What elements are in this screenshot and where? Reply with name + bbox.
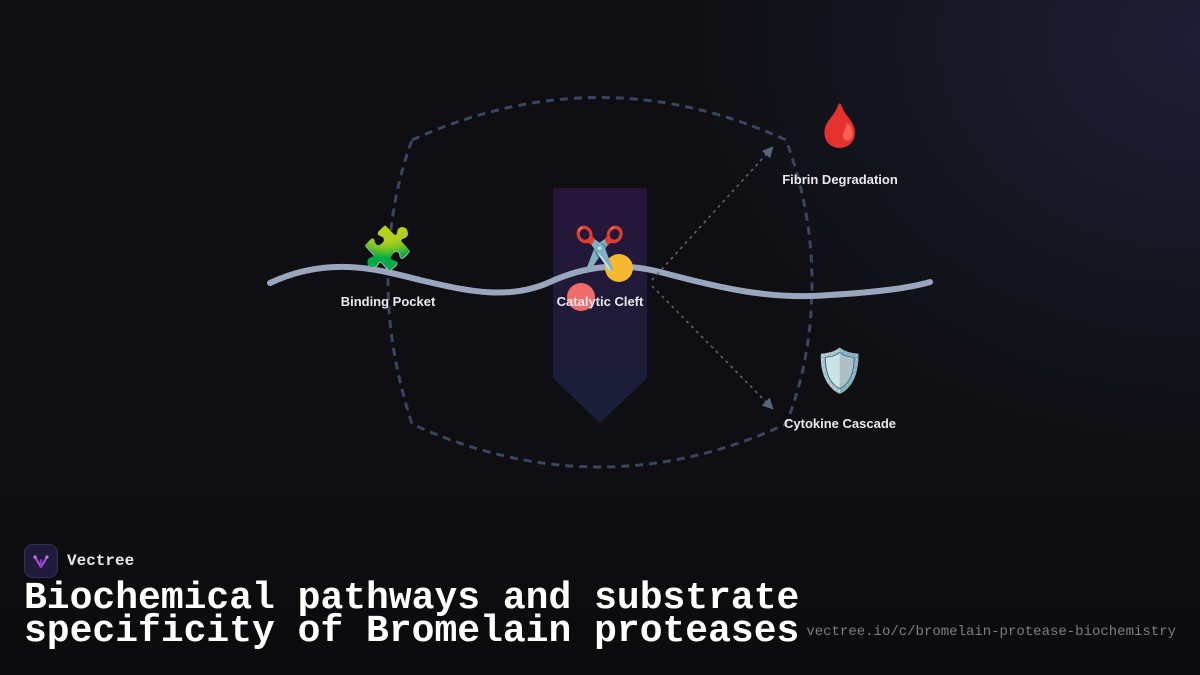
catalytic-highlight-band [553, 188, 647, 423]
source-url[interactable]: vectree.io/c/bromelain-protease-biochemi… [806, 624, 1176, 640]
node-label-cytokine-cascade: Cytokine Cascade [784, 416, 896, 431]
vectree-logo-icon [24, 544, 58, 578]
node-label-catalytic-cleft: Catalytic Cleft [556, 294, 644, 309]
page-title: Biochemical pathways and substrate speci… [24, 577, 800, 653]
cleavage-dot-red [567, 283, 595, 311]
node-label-binding-pocket: Binding Pocket [340, 294, 436, 309]
brand-name: Vectree [67, 552, 135, 570]
arrow-to-cytokine [651, 285, 774, 410]
shield-icon: 🛡️ [813, 346, 867, 395]
boundary-outline [386, 96, 814, 469]
node-label-fibrin-degradation: Fibrin Degradation [782, 172, 898, 187]
puzzle-piece-icon: 🧩 [361, 224, 415, 273]
brand[interactable]: Vectree [24, 544, 134, 578]
scissors-icon: ✂️ [573, 224, 627, 273]
blood-drop-icon: 🩸 [813, 101, 867, 150]
substrate-strand [267, 263, 933, 300]
cleavage-dot-yellow [605, 254, 633, 282]
arrow-to-fibrin [651, 146, 774, 281]
